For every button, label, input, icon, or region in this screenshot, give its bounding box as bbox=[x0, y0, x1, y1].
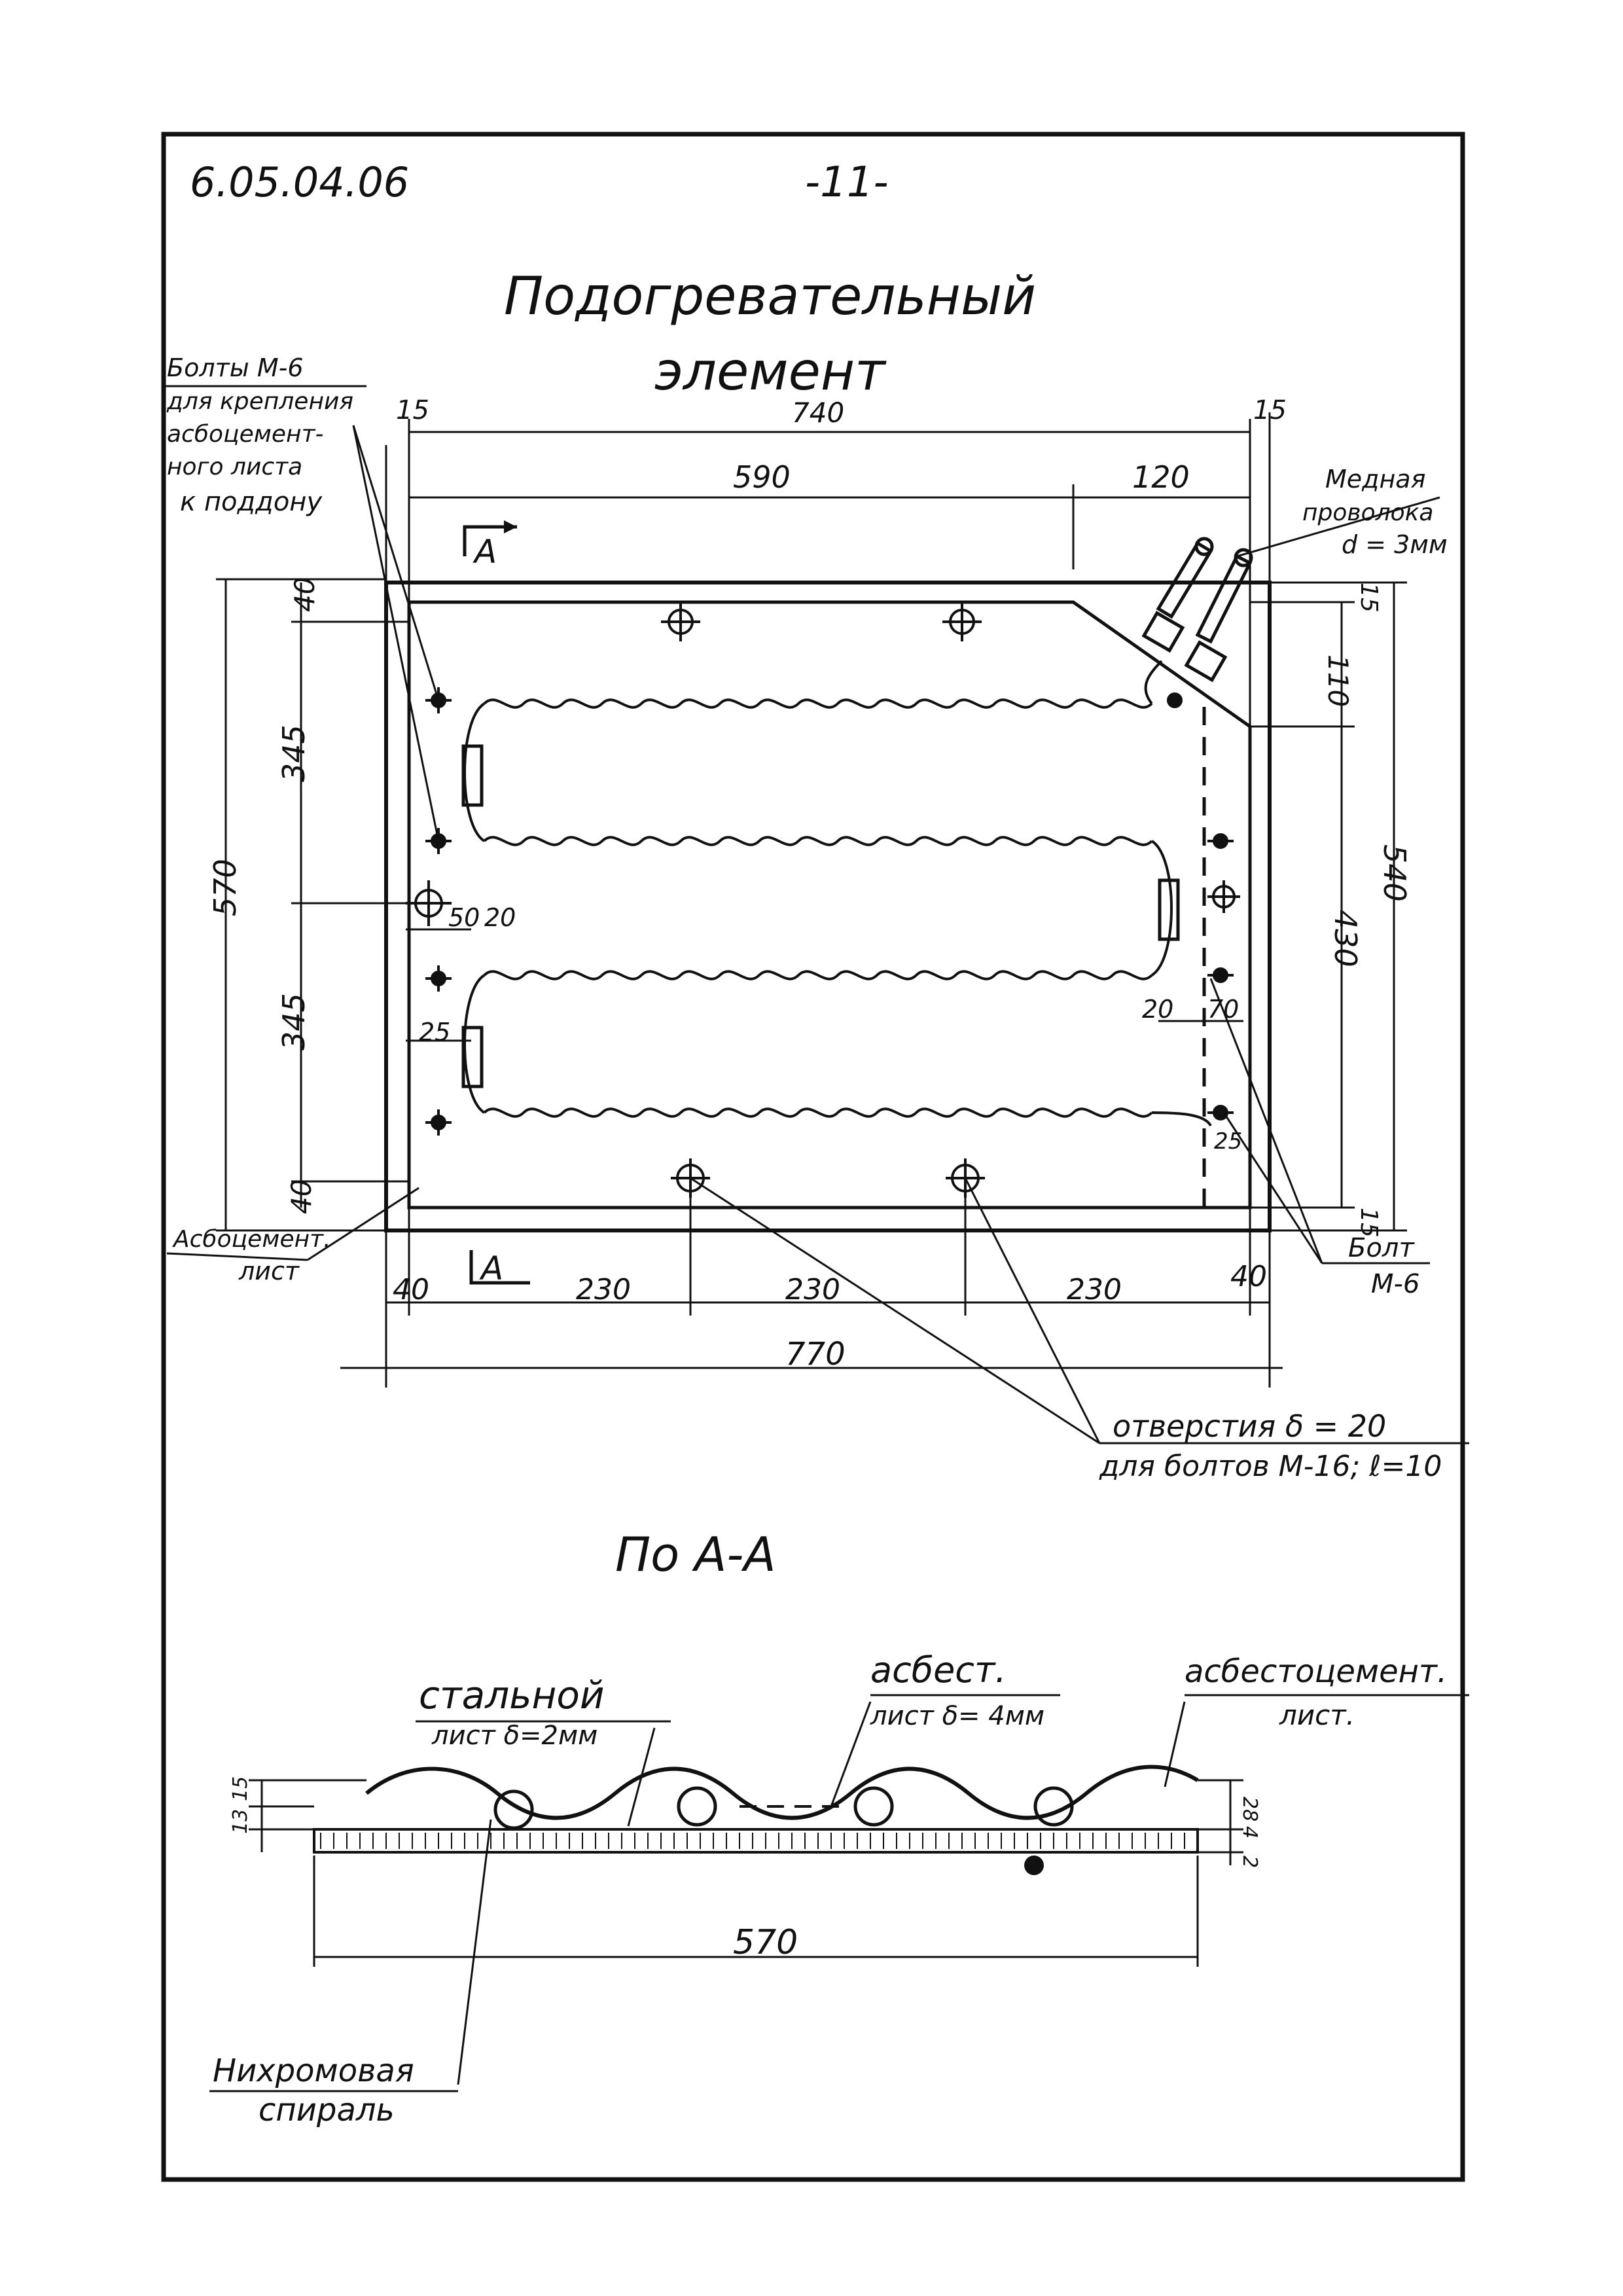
svg-text:15: 15 bbox=[1355, 1208, 1382, 1238]
sheet-frame bbox=[161, 132, 1465, 2182]
callouts-section: стальной лист δ=2мм асбест. лист δ= 4мм … bbox=[213, 1649, 1447, 2128]
copper-terminals bbox=[1141, 537, 1253, 683]
section-view: стальной лист δ=2мм асбест. лист δ= 4мм … bbox=[209, 1649, 1469, 2128]
svg-text:345: 345 bbox=[276, 993, 312, 1050]
svg-text:15: 15 bbox=[396, 395, 429, 425]
svg-text:отверстия δ = 20: отверстия δ = 20 bbox=[1113, 1408, 1386, 1444]
svg-text:A: A bbox=[473, 533, 497, 571]
svg-text:d = 3мм: d = 3мм bbox=[1342, 530, 1448, 559]
svg-text:345: 345 bbox=[276, 725, 312, 782]
asbestos-cement-plate bbox=[384, 581, 1272, 1232]
svg-text:Болт: Болт bbox=[1348, 1233, 1415, 1263]
svg-text:15: 15 bbox=[229, 1776, 252, 1801]
svg-text:проволока: проволока bbox=[1302, 499, 1434, 526]
svg-text:20: 20 bbox=[484, 903, 516, 932]
svg-text:28: 28 bbox=[1238, 1797, 1261, 1821]
section-title: По А-А bbox=[615, 1527, 776, 1582]
svg-text:Нихромовая: Нихромовая bbox=[213, 2053, 414, 2089]
svg-text:2: 2 bbox=[1238, 1856, 1261, 1868]
section-dimension-text: 15 13 28 4 2 570 bbox=[229, 1776, 1261, 1962]
svg-text:Болты М-6: Болты М-6 bbox=[167, 353, 304, 382]
svg-text:лист: лист bbox=[238, 1257, 300, 1285]
svg-text:120: 120 bbox=[1132, 459, 1190, 495]
svg-text:15: 15 bbox=[1253, 395, 1287, 425]
callouts-plan: Болты М-6 для крепления асбоцемент- ного… bbox=[166, 353, 1448, 1483]
svg-text:25: 25 bbox=[1214, 1128, 1242, 1155]
svg-text:40: 40 bbox=[393, 1273, 429, 1306]
svg-text:15: 15 bbox=[1355, 583, 1382, 613]
svg-text:230: 230 bbox=[785, 1273, 840, 1306]
svg-text:230: 230 bbox=[576, 1273, 631, 1306]
svg-text:асбестоцемент.: асбестоцемент. bbox=[1185, 1653, 1447, 1690]
svg-text:М-6: М-6 bbox=[1371, 1269, 1419, 1299]
svg-text:540: 540 bbox=[1377, 844, 1412, 902]
title-line-2: элемент bbox=[654, 341, 887, 402]
svg-text:430: 430 bbox=[1328, 910, 1363, 967]
svg-text:4: 4 bbox=[1238, 1826, 1261, 1839]
svg-text:ного листа: ного листа bbox=[167, 454, 302, 480]
dimension-lines bbox=[216, 412, 1407, 1388]
svg-text:20: 20 bbox=[1142, 995, 1173, 1024]
svg-text:70: 70 bbox=[1207, 995, 1239, 1024]
svg-text:110: 110 bbox=[1322, 655, 1354, 707]
leader-lines bbox=[164, 385, 1469, 1444]
bolt-head-section bbox=[1024, 1856, 1044, 1875]
title-line-1: Подогревательный bbox=[504, 266, 1036, 327]
section-mark-bottom: A bbox=[469, 1249, 530, 1287]
page-number: -11- bbox=[805, 158, 889, 207]
section-dimension-lines bbox=[209, 1694, 1469, 2092]
svg-text:лист δ= 4мм: лист δ= 4мм bbox=[870, 1701, 1044, 1731]
svg-text:асбоцемент-: асбоцемент- bbox=[167, 421, 324, 448]
svg-text:40: 40 bbox=[289, 577, 321, 612]
svg-text:к поддону: к поддону bbox=[180, 487, 323, 517]
svg-text:50: 50 bbox=[448, 903, 480, 932]
svg-text:40: 40 bbox=[285, 1179, 317, 1214]
svg-text:для крепления: для крепления bbox=[166, 388, 353, 415]
svg-text:770: 770 bbox=[785, 1336, 846, 1372]
svg-text:стальной: стальной bbox=[419, 1673, 605, 1717]
svg-text:лист.: лист. bbox=[1279, 1699, 1355, 1731]
svg-text:13: 13 bbox=[229, 1809, 252, 1834]
svg-text:570: 570 bbox=[733, 1923, 798, 1962]
svg-text:асбест.: асбест. bbox=[870, 1649, 1007, 1691]
dimension-text: 15 740 15 590 120 40 345 570 345 40 15 1… bbox=[207, 395, 1412, 1372]
svg-text:25: 25 bbox=[419, 1018, 450, 1047]
asbestos-cement-sheet-section bbox=[313, 1828, 1199, 1854]
svg-text:Медная: Медная bbox=[1325, 465, 1425, 493]
hatch bbox=[320, 1833, 1185, 1849]
svg-text:740: 740 bbox=[792, 397, 844, 429]
spiral-sections bbox=[493, 1786, 1074, 1830]
svg-text:A: A bbox=[479, 1249, 503, 1287]
doc-code: 6.05.04.06 bbox=[190, 158, 409, 206]
small-bolts bbox=[425, 687, 1234, 1136]
section-mark-top: A bbox=[463, 520, 517, 571]
svg-text:570: 570 bbox=[207, 859, 243, 916]
plan-view: A A bbox=[164, 353, 1469, 1483]
svg-text:590: 590 bbox=[733, 459, 791, 495]
svg-text:Асбоцемент.: Асбоцемент. bbox=[172, 1226, 331, 1253]
svg-text:40: 40 bbox=[1230, 1260, 1267, 1293]
svg-text:для болтов М-16; ℓ=10: для болтов М-16; ℓ=10 bbox=[1099, 1450, 1442, 1483]
svg-text:лист δ=2мм: лист δ=2мм bbox=[431, 1721, 597, 1751]
nichrome-spiral bbox=[463, 660, 1212, 1127]
spiral-clamps bbox=[461, 744, 1180, 1088]
svg-text:спираль: спираль bbox=[259, 2092, 395, 2128]
svg-text:230: 230 bbox=[1067, 1273, 1122, 1306]
